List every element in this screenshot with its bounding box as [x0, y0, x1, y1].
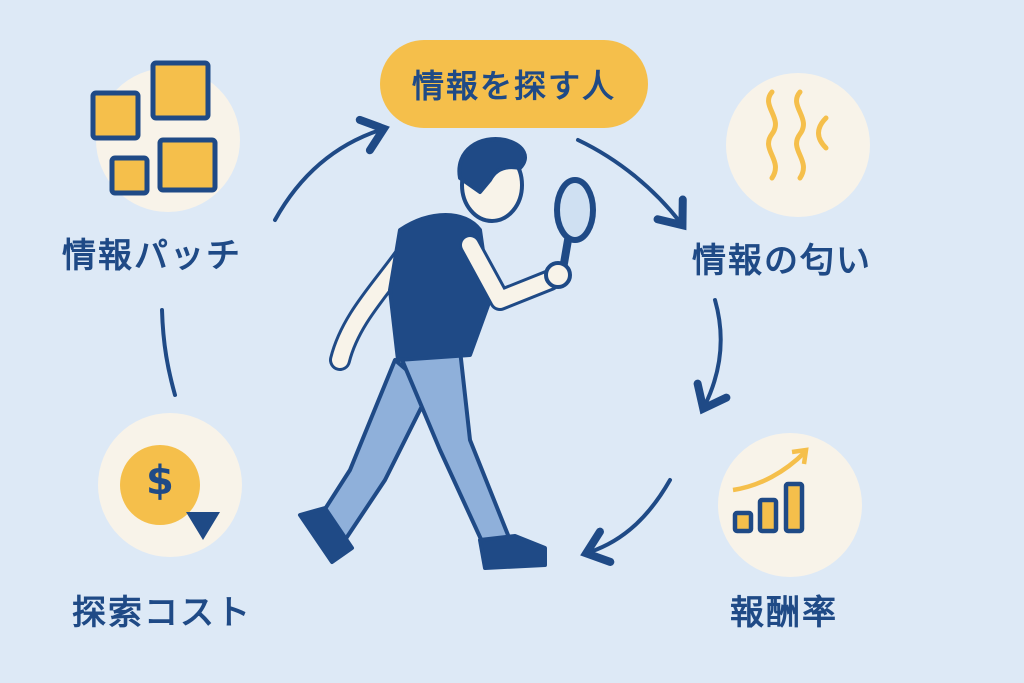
- label-search-cost: 探索コスト: [72, 593, 252, 633]
- bar-chart-up-icon: [732, 447, 809, 534]
- cycle-arrows: [273, 115, 731, 566]
- label-info-patch: 情報パッチ: [62, 236, 242, 276]
- label-reward-rate: 報酬率: [730, 593, 838, 633]
- title-badge: 情報を探す人: [380, 40, 648, 128]
- scent-waves-icon: [766, 89, 829, 181]
- patches-icon: [90, 60, 218, 196]
- connector-line: [160, 308, 177, 397]
- person-with-magnifier: [298, 137, 596, 570]
- dollar-sign: $: [146, 458, 174, 504]
- dollar-down-icon: [120, 445, 220, 540]
- label-info-scent: 情報の匂い: [692, 241, 872, 281]
